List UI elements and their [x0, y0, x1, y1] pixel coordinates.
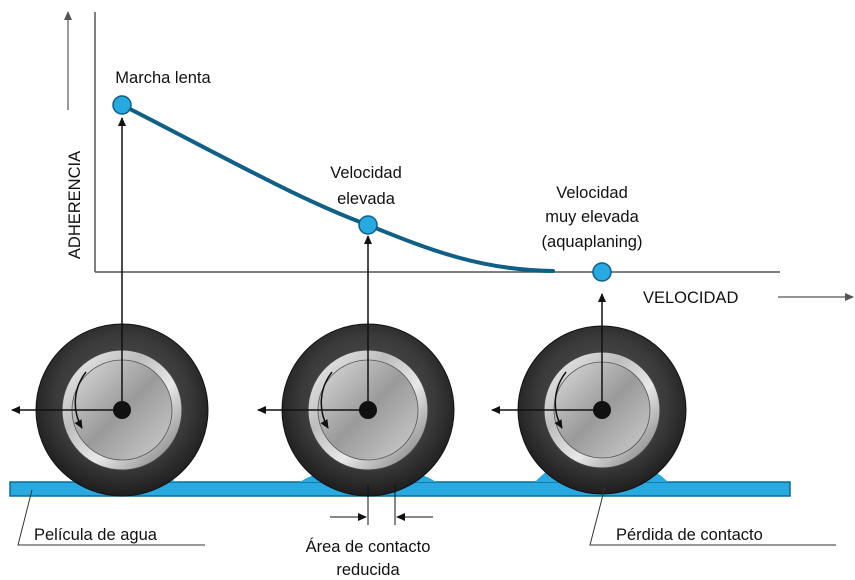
rotation-arrow-icon: [74, 371, 87, 429]
point-label-aqua-line1: Velocidad: [556, 184, 628, 202]
callout-water-film: Película de agua: [34, 526, 158, 544]
point-label-aqua-line2: muy elevada: [545, 208, 639, 226]
y-axis-label: ADHERENCIA: [66, 151, 84, 259]
rotation-arrow-icon: [320, 371, 333, 429]
contact-area-dimension: [330, 484, 433, 525]
callout-leader-water-film: [17, 489, 205, 546]
point-label-aqua-line3: (aquaplaning): [542, 233, 643, 251]
point-fast: [358, 215, 378, 235]
x-axis-label: VELOCIDAD: [643, 289, 738, 307]
point-label-slow: Marcha lenta: [115, 69, 211, 87]
point-label-fast-line1: Velocidad: [330, 164, 402, 182]
axes: ADHERENCIA VELOCIDAD: [64, 11, 854, 307]
point-slow: [112, 95, 132, 115]
point-label-fast-line2: elevada: [337, 190, 396, 208]
tire-aquaplaning: [491, 293, 687, 495]
rotation-arrow-icon: [554, 371, 567, 429]
adhesion-curve: [120, 103, 555, 273]
point-aquaplaning: [592, 262, 612, 282]
callout-leader-loss-of-contact: [589, 486, 836, 546]
callout-contact-area-line1: Área de contacto: [306, 537, 431, 556]
tire-slow: [11, 117, 209, 497]
tire-fast: [257, 235, 455, 497]
callout-contact-area-line2: reducida: [336, 561, 400, 579]
callout-loss-of-contact: Pérdida de contacto: [616, 526, 763, 544]
